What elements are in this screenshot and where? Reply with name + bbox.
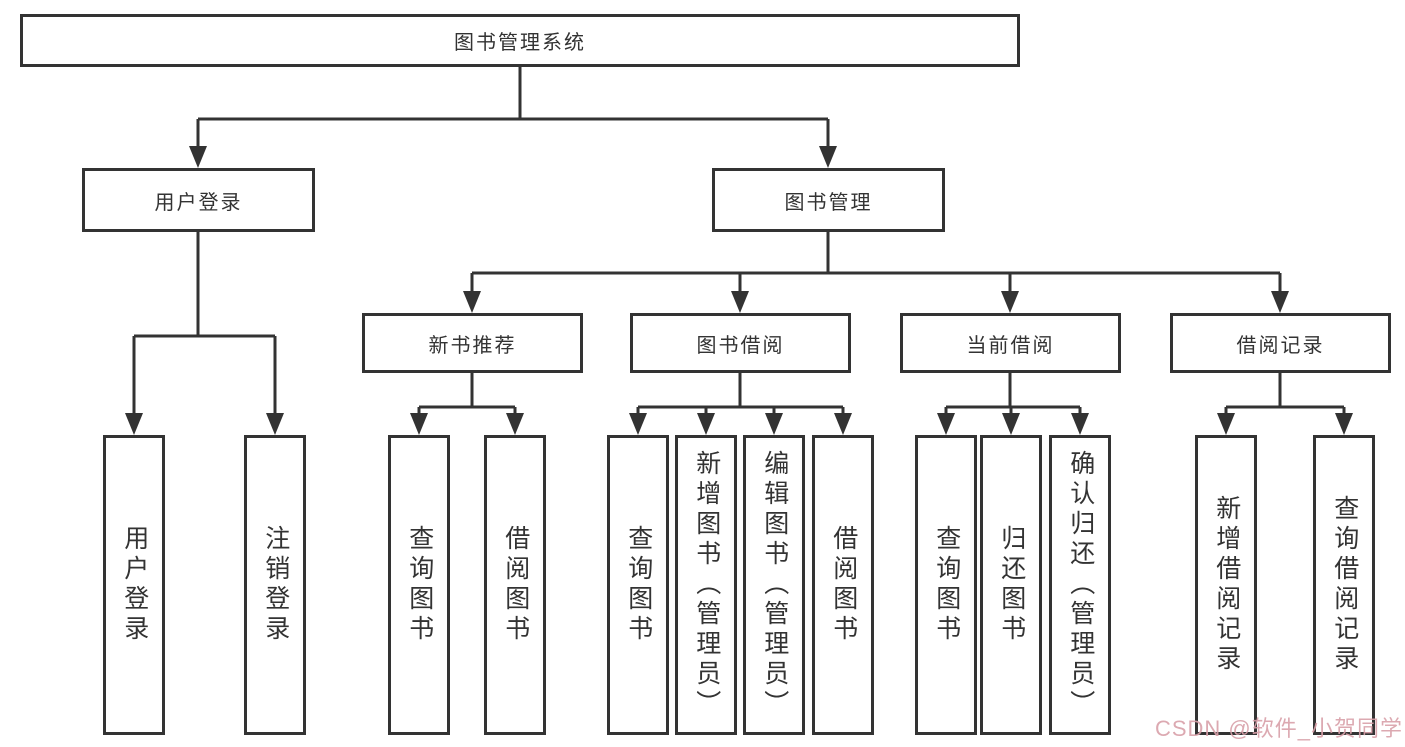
node-current-borrow: 当前借阅	[900, 313, 1121, 373]
node-label: 当前借阅	[966, 334, 1055, 357]
node-label: 借阅记录	[1236, 334, 1325, 357]
node-label: 用户登录	[120, 525, 149, 645]
leaf-edit-books-admin: 编辑图书（管理员）	[743, 435, 805, 735]
node-label: 新增借阅记录	[1212, 495, 1241, 675]
node-label: 用户登录	[154, 191, 243, 214]
node-label: 归还图书	[997, 525, 1026, 645]
node-user-login: 用户登录	[82, 168, 315, 232]
csdn-watermark: CSDN @软件_小贺同学	[1154, 716, 1403, 741]
node-root-system: 图书管理系统	[20, 14, 1020, 67]
node-label: 确认归还（管理员）	[1066, 450, 1095, 720]
node-book-management: 图书管理	[712, 168, 945, 232]
leaf-confirm-return-admin: 确认归还（管理员）	[1049, 435, 1111, 735]
leaf-logout: 注销登录	[244, 435, 306, 735]
node-label: 查询借阅记录	[1330, 495, 1359, 675]
leaf-user-login: 用户登录	[103, 435, 165, 735]
node-book-borrow: 图书借阅	[630, 313, 851, 373]
node-label: 查询图书	[405, 525, 434, 645]
node-label: 图书管理	[784, 191, 873, 214]
node-label: 借阅图书	[829, 525, 858, 645]
connector-lines	[132, 67, 1346, 419]
node-label: 新书推荐	[428, 334, 517, 357]
node-label: 注销登录	[261, 525, 290, 645]
leaf-query-books-current: 查询图书	[915, 435, 977, 735]
leaf-add-borrow-record: 新增借阅记录	[1195, 435, 1257, 735]
leaf-add-books-admin: 新增图书（管理员）	[675, 435, 737, 735]
node-new-book-recommend: 新书推荐	[362, 313, 583, 373]
node-label: 查询图书	[932, 525, 961, 645]
node-label: 图书借阅	[696, 334, 785, 357]
node-label: 新增图书（管理员）	[692, 450, 721, 720]
node-label: 查询图书	[624, 525, 653, 645]
node-label: 借阅图书	[501, 525, 530, 645]
node-borrow-records: 借阅记录	[1170, 313, 1391, 373]
node-label: 编辑图书（管理员）	[760, 450, 789, 720]
leaf-borrow-books: 借阅图书	[812, 435, 874, 735]
leaf-borrow-books-recommend: 借阅图书	[484, 435, 546, 735]
node-label: 图书管理系统	[454, 32, 586, 54]
leaf-query-books-recommend: 查询图书	[388, 435, 450, 735]
arrowheads	[125, 146, 1353, 435]
leaf-query-books-borrow: 查询图书	[607, 435, 669, 735]
leaf-return-books: 归还图书	[980, 435, 1042, 735]
leaf-query-borrow-record: 查询借阅记录	[1313, 435, 1375, 735]
